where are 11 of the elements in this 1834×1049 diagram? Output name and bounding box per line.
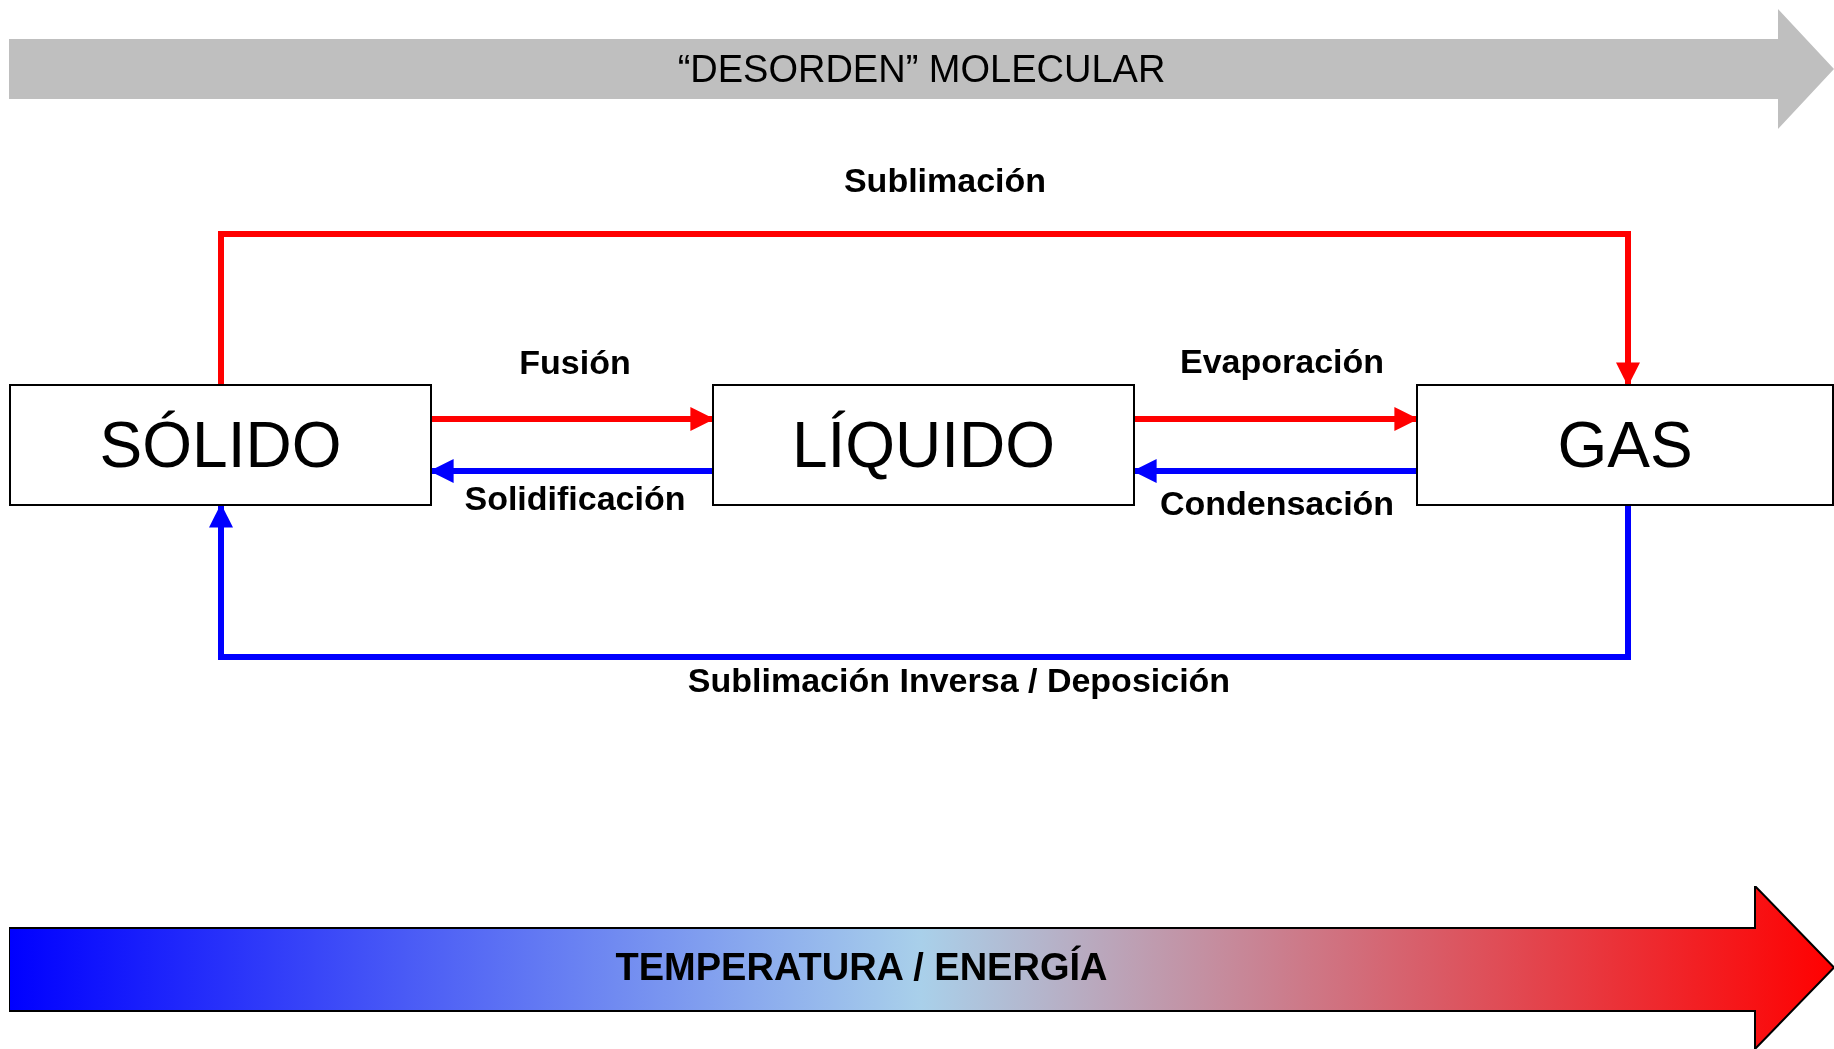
node-text: GAS <box>1557 408 1693 482</box>
node-text: LÍQUIDO <box>791 408 1056 482</box>
arrow <box>218 231 1640 387</box>
state-box <box>9 384 432 506</box>
arrow-band <box>9 9 1834 129</box>
node-text: TEMPERATURA / ENERGÍA <box>615 946 1108 989</box>
node-text: “DESORDEN” MOLECULAR <box>677 47 1166 91</box>
state-box <box>1416 384 1834 506</box>
gradient-arrow-band <box>9 886 1834 1049</box>
node-text: SÓLIDO <box>99 408 342 482</box>
state-box <box>712 384 1135 506</box>
